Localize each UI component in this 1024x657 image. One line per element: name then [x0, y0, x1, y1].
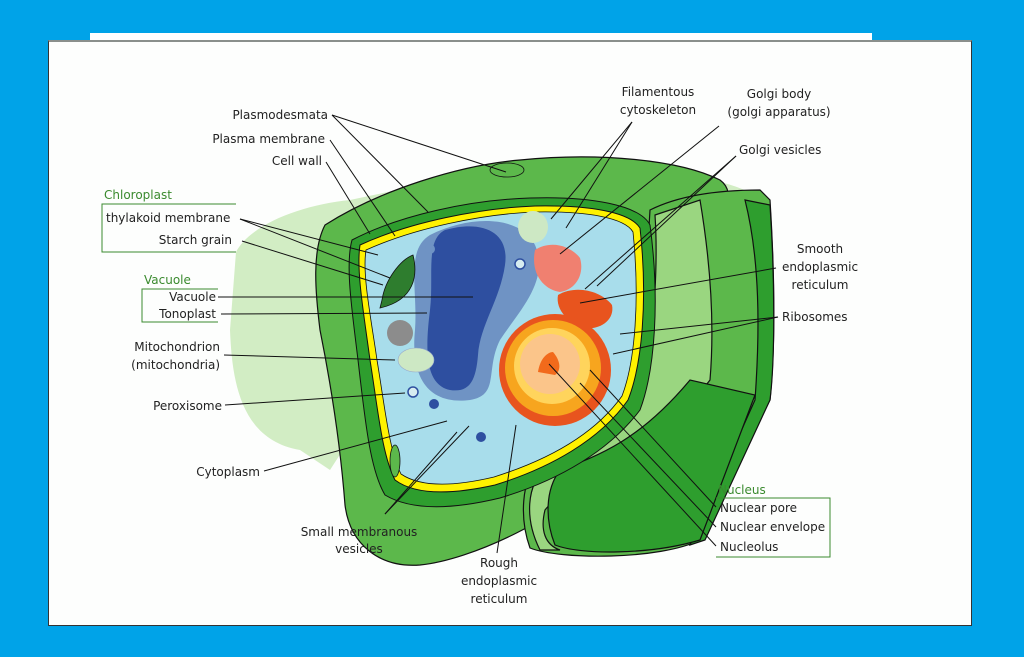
vesicle-blue-3: [476, 432, 486, 442]
vacuole-shape: [427, 226, 506, 391]
label-golgi-body-1: Golgi body: [747, 87, 811, 101]
label-nuclear-envelope: Nuclear envelope: [720, 520, 825, 534]
group-heading-chloroplast: Chloroplast: [104, 188, 172, 202]
label-vacuole: Vacuole: [169, 290, 216, 304]
label-mitochondria: (mitochondria): [131, 358, 220, 372]
label-cytoplasm: Cytoplasm: [196, 465, 260, 479]
label-plasmodesmata: Plasmodesmata: [232, 108, 328, 122]
label-thylakoid-membrane: thylakoid membrane: [106, 211, 230, 225]
group-heading-vacuole: Vacuole: [144, 273, 191, 287]
label-plasma-membrane: Plasma membrane: [212, 132, 325, 146]
chloroplast-in-wall: [389, 444, 401, 478]
label-smooth-er-3: reticulum: [792, 278, 849, 292]
cell-wall-bottom-face: [547, 379, 756, 553]
golgi-shape: [534, 244, 582, 292]
cell-wall-right-face: [688, 199, 775, 547]
label-nucleolus: Nucleolus: [720, 540, 778, 554]
label-filamentous-1: Filamentous: [622, 85, 695, 99]
label-golgi-body-2: (golgi apparatus): [727, 105, 830, 119]
label-rough-er-3: reticulum: [471, 592, 528, 606]
label-rough-er-2: endoplasmic: [461, 574, 537, 588]
plasmodesma-top: [489, 162, 525, 178]
group-brackets: [101, 203, 831, 558]
vesicle-blue-4: [514, 258, 526, 270]
group-heading-nucleus: Nucleus: [718, 483, 766, 497]
vesicle-blue-1: [425, 244, 435, 254]
label-small-vesicles-1: Small membranous: [301, 525, 418, 539]
label-rough-er-1: Rough: [480, 556, 518, 570]
label-peroxisome: Peroxisome: [153, 399, 222, 413]
label-smooth-er-1: Smooth: [797, 242, 843, 256]
label-mitochondrion: Mitochondrion: [134, 340, 220, 354]
vesicle-blue-2: [429, 399, 439, 409]
label-starch-grain: Starch grain: [159, 233, 232, 247]
chloroplast-shape: [379, 254, 416, 309]
mitochondrion-shape: [397, 347, 435, 373]
label-smooth-er-2: endoplasmic: [782, 260, 858, 274]
label-ribosomes: Ribosomes: [782, 310, 848, 324]
label-golgi-vesicles: Golgi vesicles: [739, 143, 821, 157]
label-tonoplast: Tonoplast: [158, 307, 216, 321]
grey-body: [387, 320, 413, 346]
label-nuclear-pore: Nuclear pore: [720, 501, 797, 515]
leader-lines: [218, 114, 779, 554]
top-strip: [90, 33, 872, 41]
label-small-vesicles-2: vesicles: [335, 542, 383, 556]
label-filamentous-2: cytoskeleton: [620, 103, 696, 117]
peroxisome-shape: [407, 386, 419, 398]
mitochondrion-shape-2: [518, 211, 548, 243]
label-cell-wall: Cell wall: [272, 154, 322, 168]
